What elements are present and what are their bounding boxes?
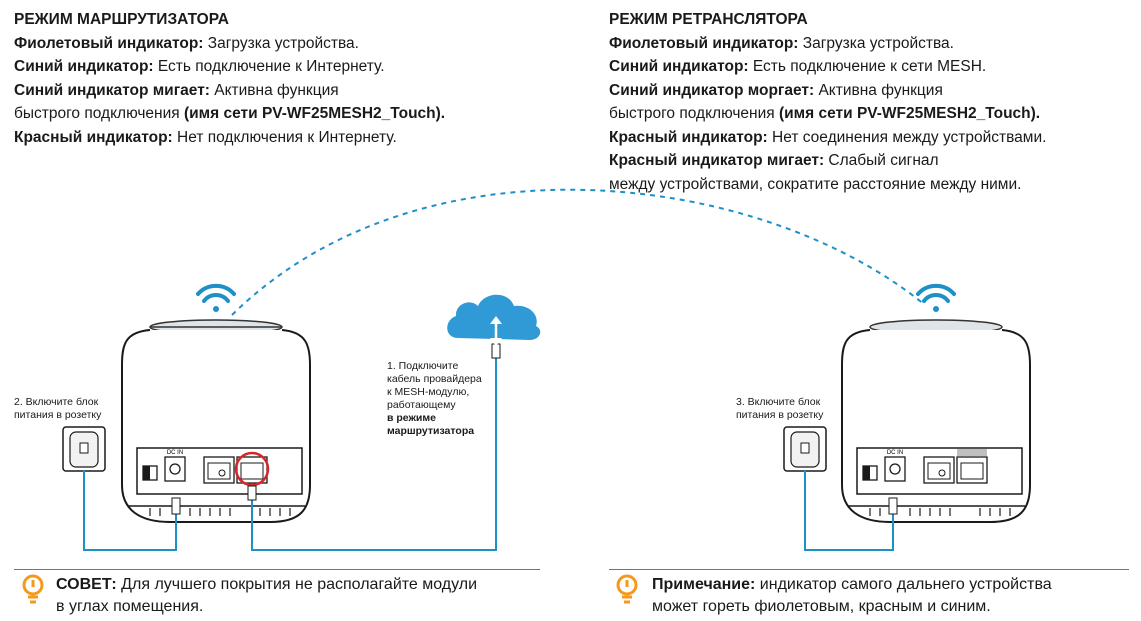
tip-label: СОВЕТ: [56, 576, 117, 593]
dc-in-label-right: DC IN [887, 450, 903, 456]
power-cable-left [83, 470, 177, 551]
step2-caption: 2. Включите блок питания в розетку [14, 396, 102, 421]
mesh-router-left: DC IN [121, 319, 311, 523]
step3-caption: 3. Включите блок питания в розетку [736, 396, 824, 421]
router-mode-section: РЕЖИМ МАРШРУТИЗАТОРА Фиолетовый индикато… [14, 8, 445, 149]
step1-caption: 1. Подключите кабель провайдера к MESH-м… [387, 360, 482, 437]
repeater-line-1: Фиолетовый индикатор: Загрузка устройств… [609, 34, 954, 52]
wan-port-highlight [234, 451, 270, 487]
router-line-2: Синий индикатор: Есть подключение к Инте… [14, 58, 385, 75]
repeater-line-6: Красный индикатор мигает: Слабый сигнал [609, 152, 939, 169]
power-adapter-left [62, 426, 106, 472]
tip-divider [14, 569, 540, 570]
tip-lightbulb-icon [22, 574, 44, 604]
power-cable-right [804, 470, 894, 551]
repeater-line-2: Синий индикатор: Есть подключение к сети… [609, 58, 987, 75]
tip-section: СОВЕТ: Для лучшего покрытия не располага… [56, 576, 478, 615]
note-divider [609, 569, 1129, 570]
mesh-link-arc [231, 188, 926, 316]
router-mode-title: РЕЖИМ МАРШРУТИЗАТОРА [14, 11, 229, 28]
note-section: Примечание: индикатор самого дальнего ус… [652, 576, 1052, 615]
repeater-line-4: быстрого подключения (имя сети PV-WF25ME… [609, 105, 1041, 122]
power-adapter-right [783, 426, 827, 472]
internet-cable [251, 356, 497, 551]
note-label: Примечание: [652, 576, 756, 593]
repeater-line-3: Синий индикатор моргает: Активна функция [609, 81, 943, 99]
router-line-1: Фиолетовый индикатор: Загрузка устройств… [14, 34, 359, 52]
dc-in-label-left: DC IN [167, 450, 183, 456]
repeater-line-7: между устройствами, сократите расстояние… [609, 175, 1022, 193]
repeater-mode-section: РЕЖИМ РЕТРАНСЛЯТОРА Фиолетовый индикатор… [609, 8, 1046, 196]
wifi-icon-right [916, 283, 956, 312]
wifi-icon-left [196, 283, 236, 312]
router-line-5: Красный индикатор: Нет подключения к Инт… [14, 128, 397, 146]
mesh-router-right: DC IN [841, 319, 1031, 523]
repeater-mode-title: РЕЖИМ РЕТРАНСЛЯТОРА [609, 11, 808, 28]
router-line-3: Синий индикатор мигает: Активна функция [14, 81, 339, 99]
internet-cloud-icon [447, 294, 541, 346]
router-line-4: быстрого подключения (имя сети PV-WF25ME… [14, 105, 446, 122]
note-lightbulb-icon [616, 574, 638, 604]
repeater-line-5: Красный индикатор: Нет соединения между … [609, 128, 1047, 146]
